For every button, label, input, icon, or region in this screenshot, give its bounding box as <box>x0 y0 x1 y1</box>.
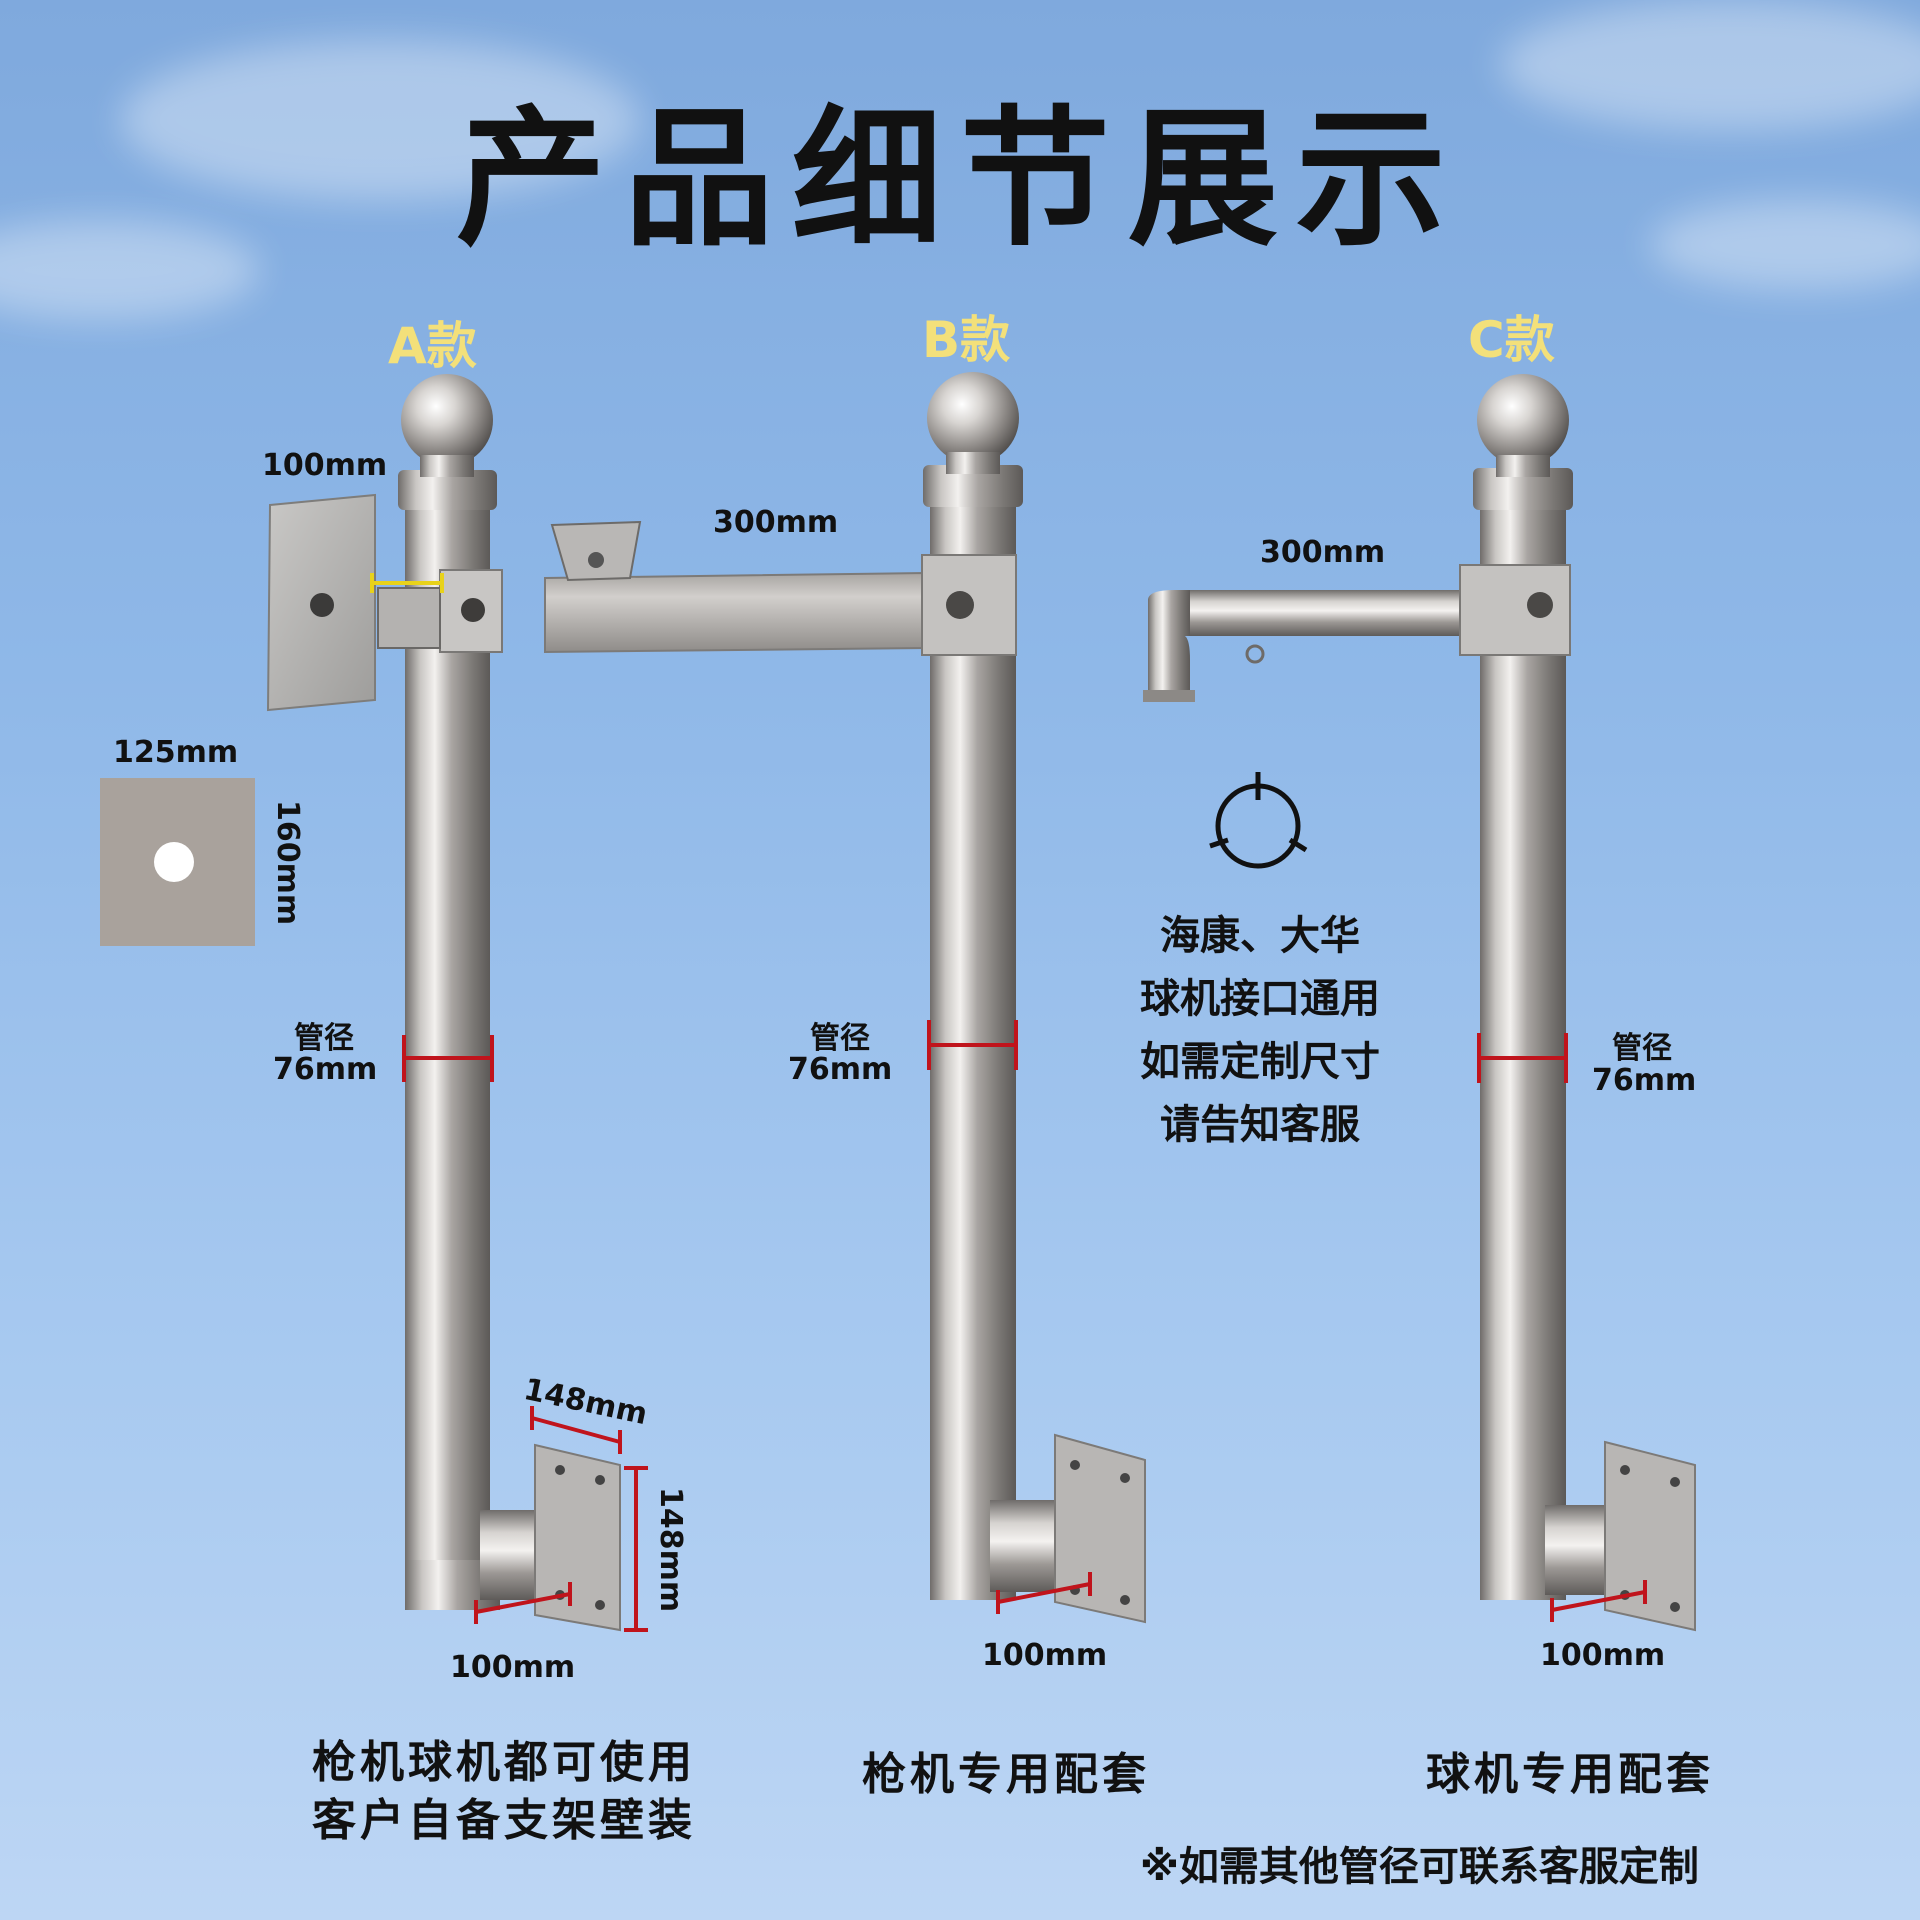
clamp-block <box>377 587 441 649</box>
variant-c-caption: 球机专用配套 <box>1426 1746 1714 1804</box>
square-arm <box>544 571 926 654</box>
interface-note: 海康、大华 球机接口通用 如需定制尺寸 请告知客服 <box>1110 905 1410 1157</box>
pipe-diameter-value: 76mm <box>1592 1063 1697 1098</box>
caption-line: 枪机球机都可使用 <box>312 1737 696 1788</box>
pole-collar <box>923 465 1023 507</box>
caption-line: 枪机专用配套 <box>862 1749 1150 1800</box>
cloud <box>1650 200 1920 290</box>
cloud <box>1500 0 1920 130</box>
base-plate <box>1054 1433 1146 1624</box>
dim-plate-height: 160mm <box>270 800 305 926</box>
cloud <box>120 40 640 200</box>
round-arm <box>1175 590 1485 636</box>
ball-finial <box>1477 374 1569 466</box>
pipe-diameter-label: 管径 <box>810 1021 870 1056</box>
pole-tube <box>405 480 490 1610</box>
dim-base-depth: 100mm <box>982 1638 1108 1673</box>
variant-a-label: A款 <box>388 317 477 375</box>
interface-note-line: 如需定制尺寸 <box>1140 1039 1380 1085</box>
variant-b-caption: 枪机专用配套 <box>862 1746 1150 1804</box>
variant-a-pole <box>266 374 648 1632</box>
pipe-diameter-label: 管径 <box>294 1021 354 1056</box>
pipe-diameter-value: 76mm <box>788 1052 893 1087</box>
finial-neck <box>420 455 474 477</box>
dim-arm-length: 300mm <box>1260 535 1386 570</box>
dim-base-depth: 100mm <box>450 1650 576 1685</box>
interface-note-line: 球机接口通用 <box>1140 976 1380 1022</box>
ball-finial <box>401 374 493 466</box>
variant-b-label: B款 <box>922 311 1011 369</box>
variant-b-pole <box>544 372 1146 1624</box>
camera-mount-bracket <box>550 520 642 582</box>
pole-collar <box>398 470 497 510</box>
dim-arm-length: 300mm <box>713 505 839 540</box>
interface-note-line: 请告知客服 <box>1160 1102 1360 1148</box>
pipe-diameter-label: 管径 <box>1612 1031 1672 1066</box>
interface-symbol <box>1209 772 1308 869</box>
dim-base-height: 148mm <box>653 1487 688 1613</box>
ball-finial <box>927 372 1019 464</box>
pole-collar <box>1473 468 1573 510</box>
arm-elbow <box>1148 590 1190 695</box>
dim-plate-top-width: 100mm <box>262 448 388 483</box>
pole-tube <box>1480 470 1566 1600</box>
base-plate <box>1604 1440 1696 1632</box>
cloud <box>0 220 260 320</box>
caption-line: 客户自备支架壁装 <box>312 1795 696 1846</box>
pipe-diameter-value: 76mm <box>273 1052 378 1087</box>
mount-hole <box>1527 592 1553 618</box>
footer-note: ※如需其他管径可联系客服定制 <box>1140 1844 1699 1890</box>
wall-plate-hole <box>310 593 334 617</box>
interface-note-line: 海康、大华 <box>1160 913 1360 959</box>
variant-c-pole <box>1143 374 1696 1632</box>
mount-hole <box>946 591 974 619</box>
mount-hole <box>461 598 485 622</box>
page-title: 产品细节展示 <box>455 93 1464 267</box>
pole-tube <box>930 470 1016 1600</box>
variant-c-label: C款 <box>1468 311 1555 369</box>
base-plate <box>534 1443 621 1632</box>
mounting-plate-hole <box>154 842 194 882</box>
variant-a-caption: 枪机球机都可使用 客户自备支架壁装 <box>312 1734 696 1850</box>
mount-block <box>1459 564 1571 656</box>
dim-plate-width: 125mm <box>113 735 239 770</box>
dim-base-depth: 100mm <box>1540 1638 1666 1673</box>
caption-line: 球机专用配套 <box>1426 1749 1714 1800</box>
